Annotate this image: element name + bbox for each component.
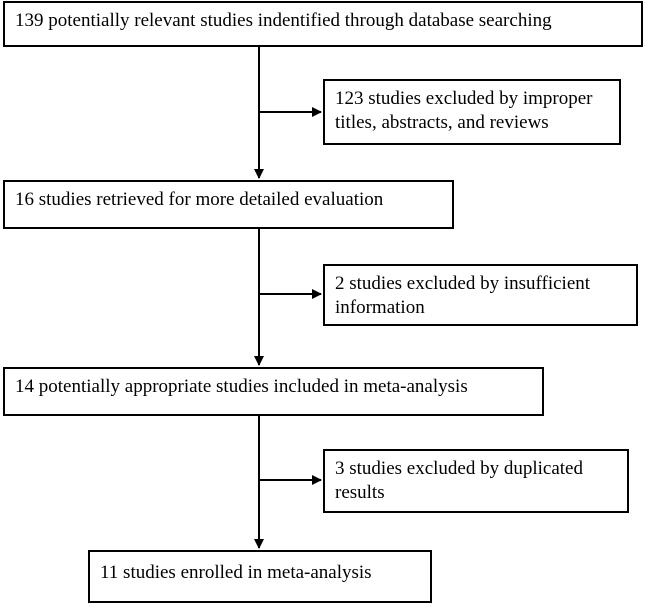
step-box-enrolled: 11 studies enrolled in meta-analysis	[88, 550, 432, 603]
exclusion-text-line2: information	[335, 297, 425, 318]
step-box-retrieved: 16 studies retrieved for more detailed e…	[3, 180, 454, 229]
exclusion-text-line2: results	[335, 482, 385, 503]
step-text-identified: 139 potentially relevant studies indenti…	[15, 10, 552, 31]
exclusion-text-line1: 123 studies excluded by improper	[335, 88, 593, 109]
step-box-included: 14 potentially appropriate studies inclu…	[3, 367, 544, 416]
exclusion-box-improper-titles: 123 studies excluded by improper titles,…	[323, 79, 621, 145]
exclusion-box-insufficient-info: 2 studies excluded by insufficient infor…	[323, 264, 638, 326]
step-text-retrieved: 16 studies retrieved for more detailed e…	[15, 189, 384, 210]
exclusion-text-line1: 2 studies excluded by insufficient	[335, 273, 591, 294]
step-text-included: 14 potentially appropriate studies inclu…	[15, 376, 468, 397]
step-box-identified: 139 potentially relevant studies indenti…	[3, 1, 643, 47]
exclusion-text-line2: titles, abstracts, and reviews	[335, 112, 549, 133]
exclusion-box-duplicated-results: 3 studies excluded by duplicated results	[323, 449, 629, 513]
exclusion-text-line1: 3 studies excluded by duplicated	[335, 458, 583, 479]
step-text-enrolled: 11 studies enrolled in meta-analysis	[100, 562, 372, 583]
